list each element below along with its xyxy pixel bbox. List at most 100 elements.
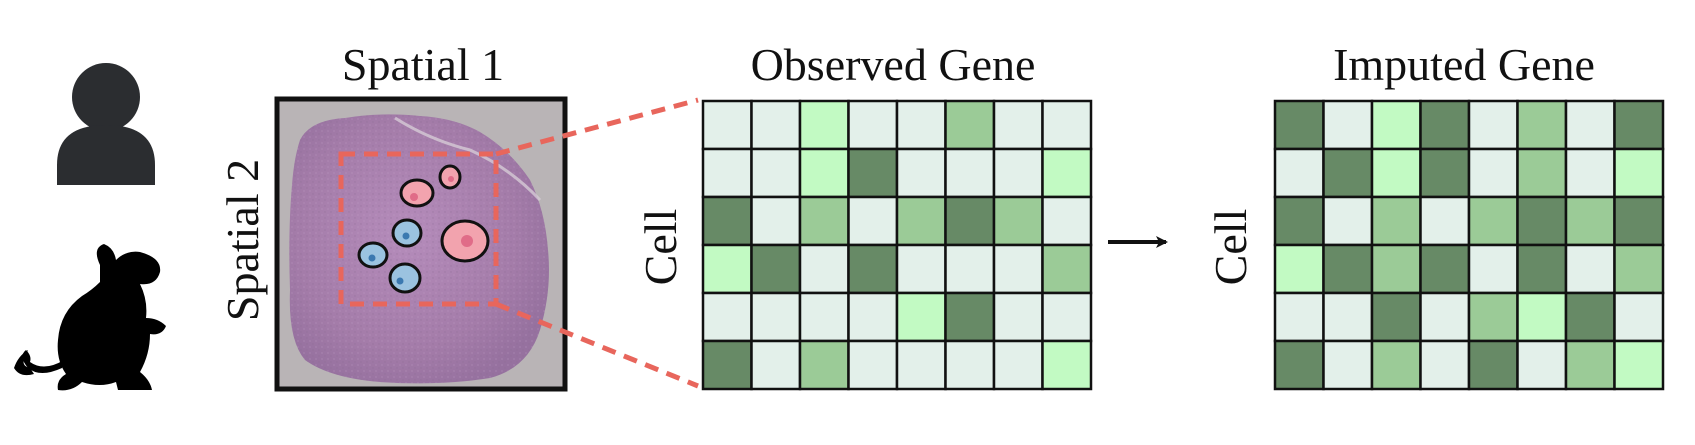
matrix-cell: [798, 339, 850, 391]
zoom-region: [338, 151, 499, 307]
matrix-cell: [895, 291, 947, 343]
matrix-cell: [1370, 147, 1422, 199]
matrix-cell: [847, 339, 899, 391]
imputed-gene-matrix: [1273, 99, 1665, 391]
matrix-cell: [1564, 195, 1616, 247]
person-icon: [57, 63, 155, 185]
matrix-cell: [1613, 99, 1665, 151]
matrix-cell: [798, 243, 850, 295]
matrix-cell: [1564, 243, 1616, 295]
matrix-cell: [750, 243, 802, 295]
matrix-cell: [1467, 147, 1519, 199]
matrix-cell: [701, 339, 753, 391]
title-spatial-1: Spatial 1: [342, 39, 504, 90]
matrix-cell: [1419, 291, 1471, 343]
matrix-cell: [944, 243, 996, 295]
matrix-cell: [701, 243, 753, 295]
matrix-cell: [798, 195, 850, 247]
matrix-cell: [750, 147, 802, 199]
matrix-cell: [1419, 243, 1471, 295]
matrix-cell: [798, 147, 850, 199]
matrix-cell: [701, 99, 753, 151]
matrix-cell: [1370, 99, 1422, 151]
matrix-cell: [895, 195, 947, 247]
matrix-cell: [992, 243, 1044, 295]
matrix-cell: [847, 243, 899, 295]
matrix-cell: [1370, 339, 1422, 391]
matrix-cell: [944, 99, 996, 151]
tissue-image: [274, 96, 568, 392]
matrix-cell: [1322, 243, 1374, 295]
matrix-cell: [1322, 147, 1374, 199]
matrix-cell: [992, 195, 1044, 247]
matrix-cell: [1613, 195, 1665, 247]
zoom-line-bottom: [495, 301, 699, 389]
matrix-cell: [798, 99, 850, 151]
matrix-cell: [1041, 147, 1093, 199]
matrix-cell: [1516, 291, 1568, 343]
title-imputed-gene: Imputed Gene: [1333, 39, 1595, 90]
matrix-cell: [750, 99, 802, 151]
matrix-cell: [1419, 99, 1471, 151]
matrix-cell: [847, 195, 899, 247]
matrix-cell: [1041, 243, 1093, 295]
label-spatial-2: Spatial 2: [217, 159, 268, 321]
matrix-cell: [895, 243, 947, 295]
pink-cell: [399, 178, 435, 208]
matrix-cell: [992, 291, 1044, 343]
mouse-icon: [14, 244, 166, 391]
matrix-cell: [750, 339, 802, 391]
matrix-cell: [1564, 99, 1616, 151]
matrix-cell: [1273, 147, 1325, 199]
matrix-cell: [701, 195, 753, 247]
matrix-cell: [1467, 243, 1519, 295]
matrix-cell: [1041, 291, 1093, 343]
matrix-cell: [944, 195, 996, 247]
matrix-cell: [1273, 339, 1325, 391]
matrix-cell: [992, 99, 1044, 151]
matrix-cell: [895, 339, 947, 391]
matrix-cell: [992, 339, 1044, 391]
matrix-cell: [1273, 99, 1325, 151]
matrix-cell: [1273, 243, 1325, 295]
matrix-cell: [1467, 99, 1519, 151]
matrix-cell: [1564, 339, 1616, 391]
matrix-cell: [1322, 99, 1374, 151]
matrix-cell: [847, 147, 899, 199]
matrix-cell: [1516, 147, 1568, 199]
matrix-cell: [847, 291, 899, 343]
matrix-cell: [1613, 339, 1665, 391]
matrix-cell: [798, 291, 850, 343]
matrix-cell: [1322, 195, 1374, 247]
matrix-cell: [1370, 195, 1422, 247]
matrix-cell: [1041, 195, 1093, 247]
title-observed-gene: Observed Gene: [751, 39, 1036, 90]
cell-cluster: [357, 164, 490, 294]
matrix-cell: [1516, 339, 1568, 391]
label-imputed-cell: Cell: [1205, 209, 1256, 286]
matrix-cell: [944, 339, 996, 391]
matrix-cell: [895, 99, 947, 151]
matrix-cell: [701, 147, 753, 199]
label-observed-cell: Cell: [635, 209, 686, 286]
matrix-cell: [1467, 291, 1519, 343]
matrix-cell: [750, 291, 802, 343]
matrix-cell: [1516, 195, 1568, 247]
matrix-cell: [1370, 243, 1422, 295]
matrix-cell: [1564, 291, 1616, 343]
matrix-cell: [1516, 99, 1568, 151]
matrix-cell: [701, 291, 753, 343]
matrix-cell: [1467, 339, 1519, 391]
matrix-cell: [1041, 99, 1093, 151]
matrix-cell: [895, 147, 947, 199]
matrix-cell: [1419, 195, 1471, 247]
matrix-cell: [1613, 291, 1665, 343]
matrix-cell: [1370, 291, 1422, 343]
matrix-cell: [1516, 243, 1568, 295]
matrix-cell: [1419, 339, 1471, 391]
zoom-line-top: [495, 97, 699, 157]
matrix-cell: [1041, 339, 1093, 391]
observed-gene-matrix: [701, 99, 1093, 391]
matrix-cell: [1467, 195, 1519, 247]
matrix-cell: [992, 147, 1044, 199]
